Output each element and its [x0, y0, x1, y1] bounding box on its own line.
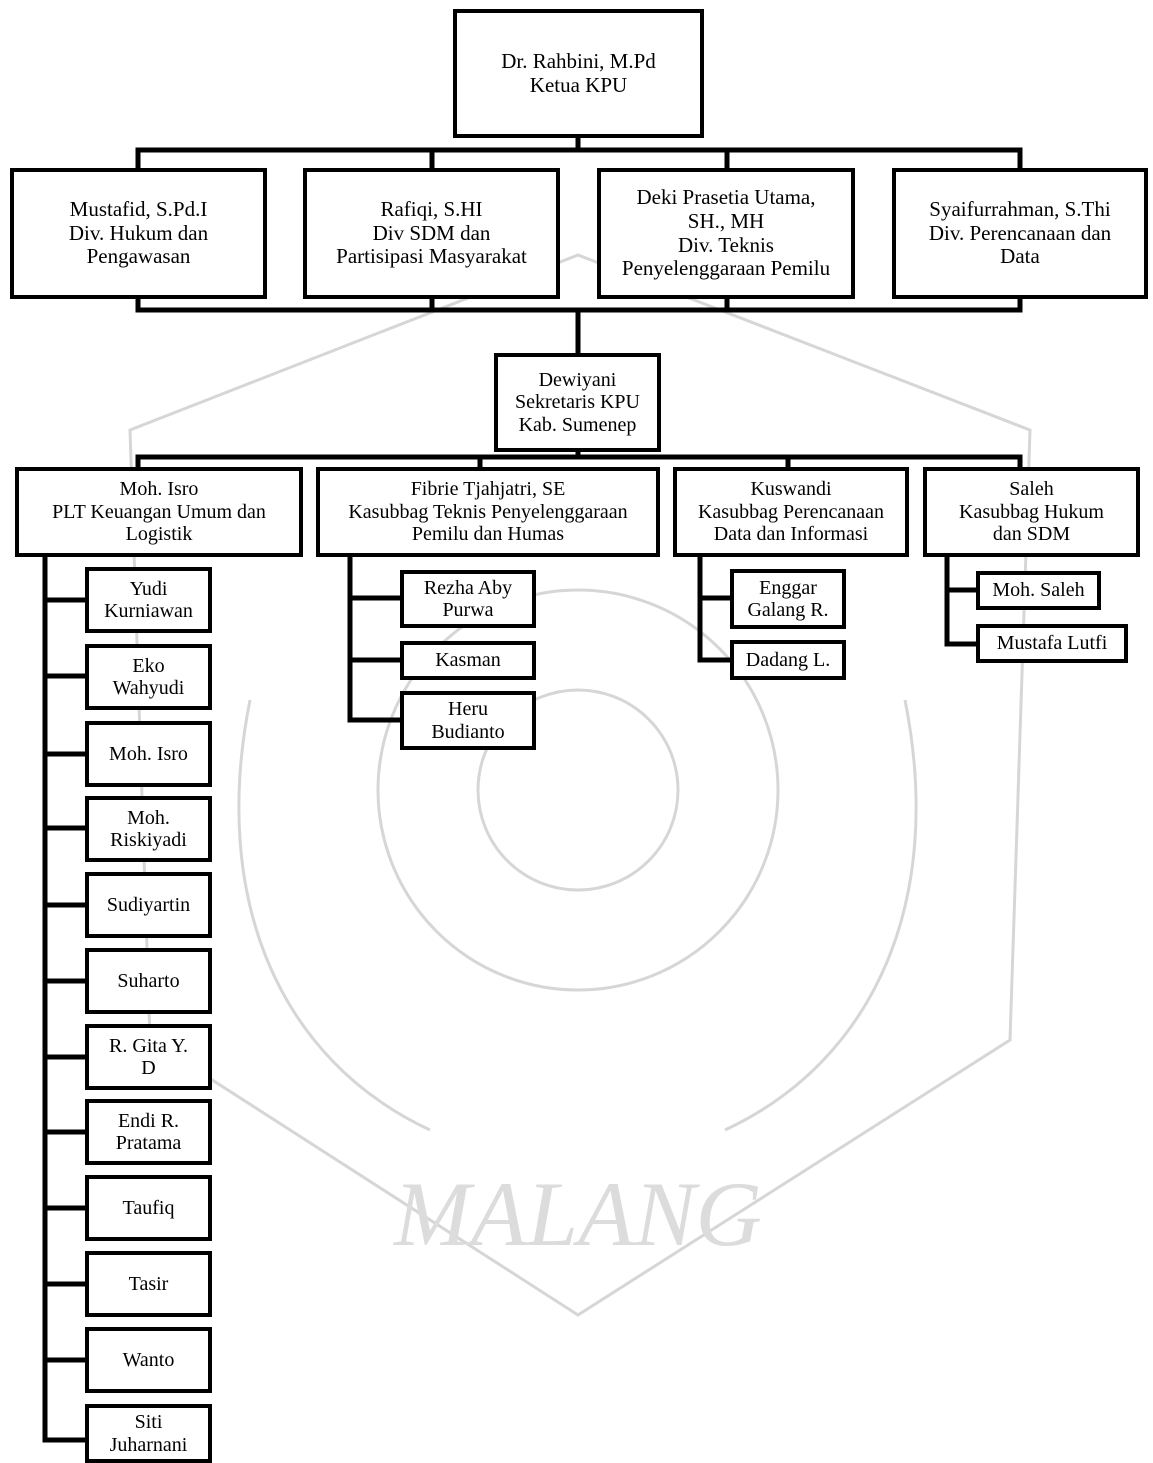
staff-name: Sudiyartin	[106, 893, 191, 916]
staff-name: Heru Budianto	[431, 698, 505, 743]
staff-box: Rezha Aby Purwa	[400, 570, 536, 628]
division-box-sdm: Rafiqi, S.HI Div SDM dan Partisipasi Mas…	[303, 168, 560, 299]
division-text: Rafiqi, S.HI Div SDM dan Partisipasi Mas…	[336, 197, 527, 269]
staff-box: Wanto	[85, 1327, 212, 1393]
staff-name: Wanto	[122, 1348, 175, 1371]
staff-box: R. Gita Y. D	[85, 1024, 212, 1090]
staff-name: Rezha Aby Purwa	[423, 576, 513, 621]
staff-box: Enggar Galang R.	[730, 569, 846, 629]
staff-box: Moh. Isro	[85, 721, 212, 787]
staff-box: Sudiyartin	[85, 872, 212, 938]
section-box-teknis: Fibrie Tjahjatri, SE Kasubbag Teknis Pen…	[316, 467, 660, 557]
division-box-perencanaan: Syaifurrahman, S.Thi Div. Perencanaan da…	[892, 168, 1148, 299]
staff-name: Endi R. Pratama	[115, 1109, 182, 1154]
staff-name: Suharto	[117, 969, 180, 992]
chairman-box: Dr. Rahbini, M.Pd Ketua KPU	[453, 9, 704, 138]
section-text: Fibrie Tjahjatri, SE Kasubbag Teknis Pen…	[348, 478, 628, 546]
staff-name: Moh. Riskiyadi	[110, 806, 187, 851]
staff-name: Mustafa Lutfi	[996, 632, 1108, 655]
staff-box: Eko Wahyudi	[85, 644, 212, 710]
staff-box: Taufiq	[85, 1175, 212, 1241]
section-text: Saleh Kasubbag Hukum dan SDM	[959, 478, 1104, 546]
staff-box: Mustafa Lutfi	[976, 624, 1128, 663]
staff-name: Moh. Isro	[109, 742, 188, 765]
staff-box: Moh. Riskiyadi	[85, 796, 212, 862]
section-box-keuangan: Moh. Isro PLT Keuangan Umum dan Logistik	[15, 467, 303, 557]
staff-box: Tasir	[85, 1251, 212, 1317]
staff-box: Dadang L.	[730, 640, 846, 680]
staff-name: Moh. Saleh	[992, 579, 1085, 602]
secretary-text: Dewiyani Sekretaris KPU Kab. Sumenep	[515, 368, 640, 436]
division-text: Deki Prasetia Utama, SH., MH Div. Teknis…	[621, 185, 831, 281]
division-text: Syaifurrahman, S.Thi Div. Perencanaan da…	[928, 197, 1112, 269]
staff-box: Endi R. Pratama	[85, 1099, 212, 1165]
staff-name: Dadang L.	[745, 648, 831, 671]
staff-name: Siti Juharnani	[109, 1411, 188, 1456]
staff-name: R. Gita Y. D	[109, 1034, 188, 1079]
section-text: Kuswandi Kasubbag Perencanaan Data dan I…	[697, 478, 885, 546]
chairman-text: Dr. Rahbini, M.Pd Ketua KPU	[501, 48, 656, 97]
staff-name: Enggar Galang R.	[747, 576, 829, 621]
section-box-hukum: Saleh Kasubbag Hukum dan SDM	[923, 467, 1140, 557]
staff-name: Eko Wahyudi	[112, 654, 185, 699]
division-text: Mustafid, S.Pd.I Div. Hukum dan Pengawas…	[68, 197, 209, 269]
staff-name: Tasir	[128, 1272, 169, 1295]
division-box-teknis: Deki Prasetia Utama, SH., MH Div. Teknis…	[597, 168, 855, 299]
staff-box: Suharto	[85, 948, 212, 1014]
staff-name: Taufiq	[122, 1196, 175, 1219]
staff-name: Yudi Kurniawan	[104, 577, 193, 622]
staff-box: Heru Budianto	[400, 691, 536, 750]
division-box-hukum: Mustafid, S.Pd.I Div. Hukum dan Pengawas…	[10, 168, 267, 299]
staff-box: Kasman	[400, 641, 536, 680]
staff-box: Yudi Kurniawan	[85, 567, 212, 633]
secretary-box: Dewiyani Sekretaris KPU Kab. Sumenep	[494, 353, 661, 452]
staff-name: Kasman	[435, 649, 501, 672]
staff-box: Siti Juharnani	[85, 1404, 212, 1463]
section-text: Moh. Isro PLT Keuangan Umum dan Logistik	[52, 478, 266, 546]
staff-box: Moh. Saleh	[976, 571, 1101, 610]
section-box-perencanaan: Kuswandi Kasubbag Perencanaan Data dan I…	[673, 467, 909, 557]
